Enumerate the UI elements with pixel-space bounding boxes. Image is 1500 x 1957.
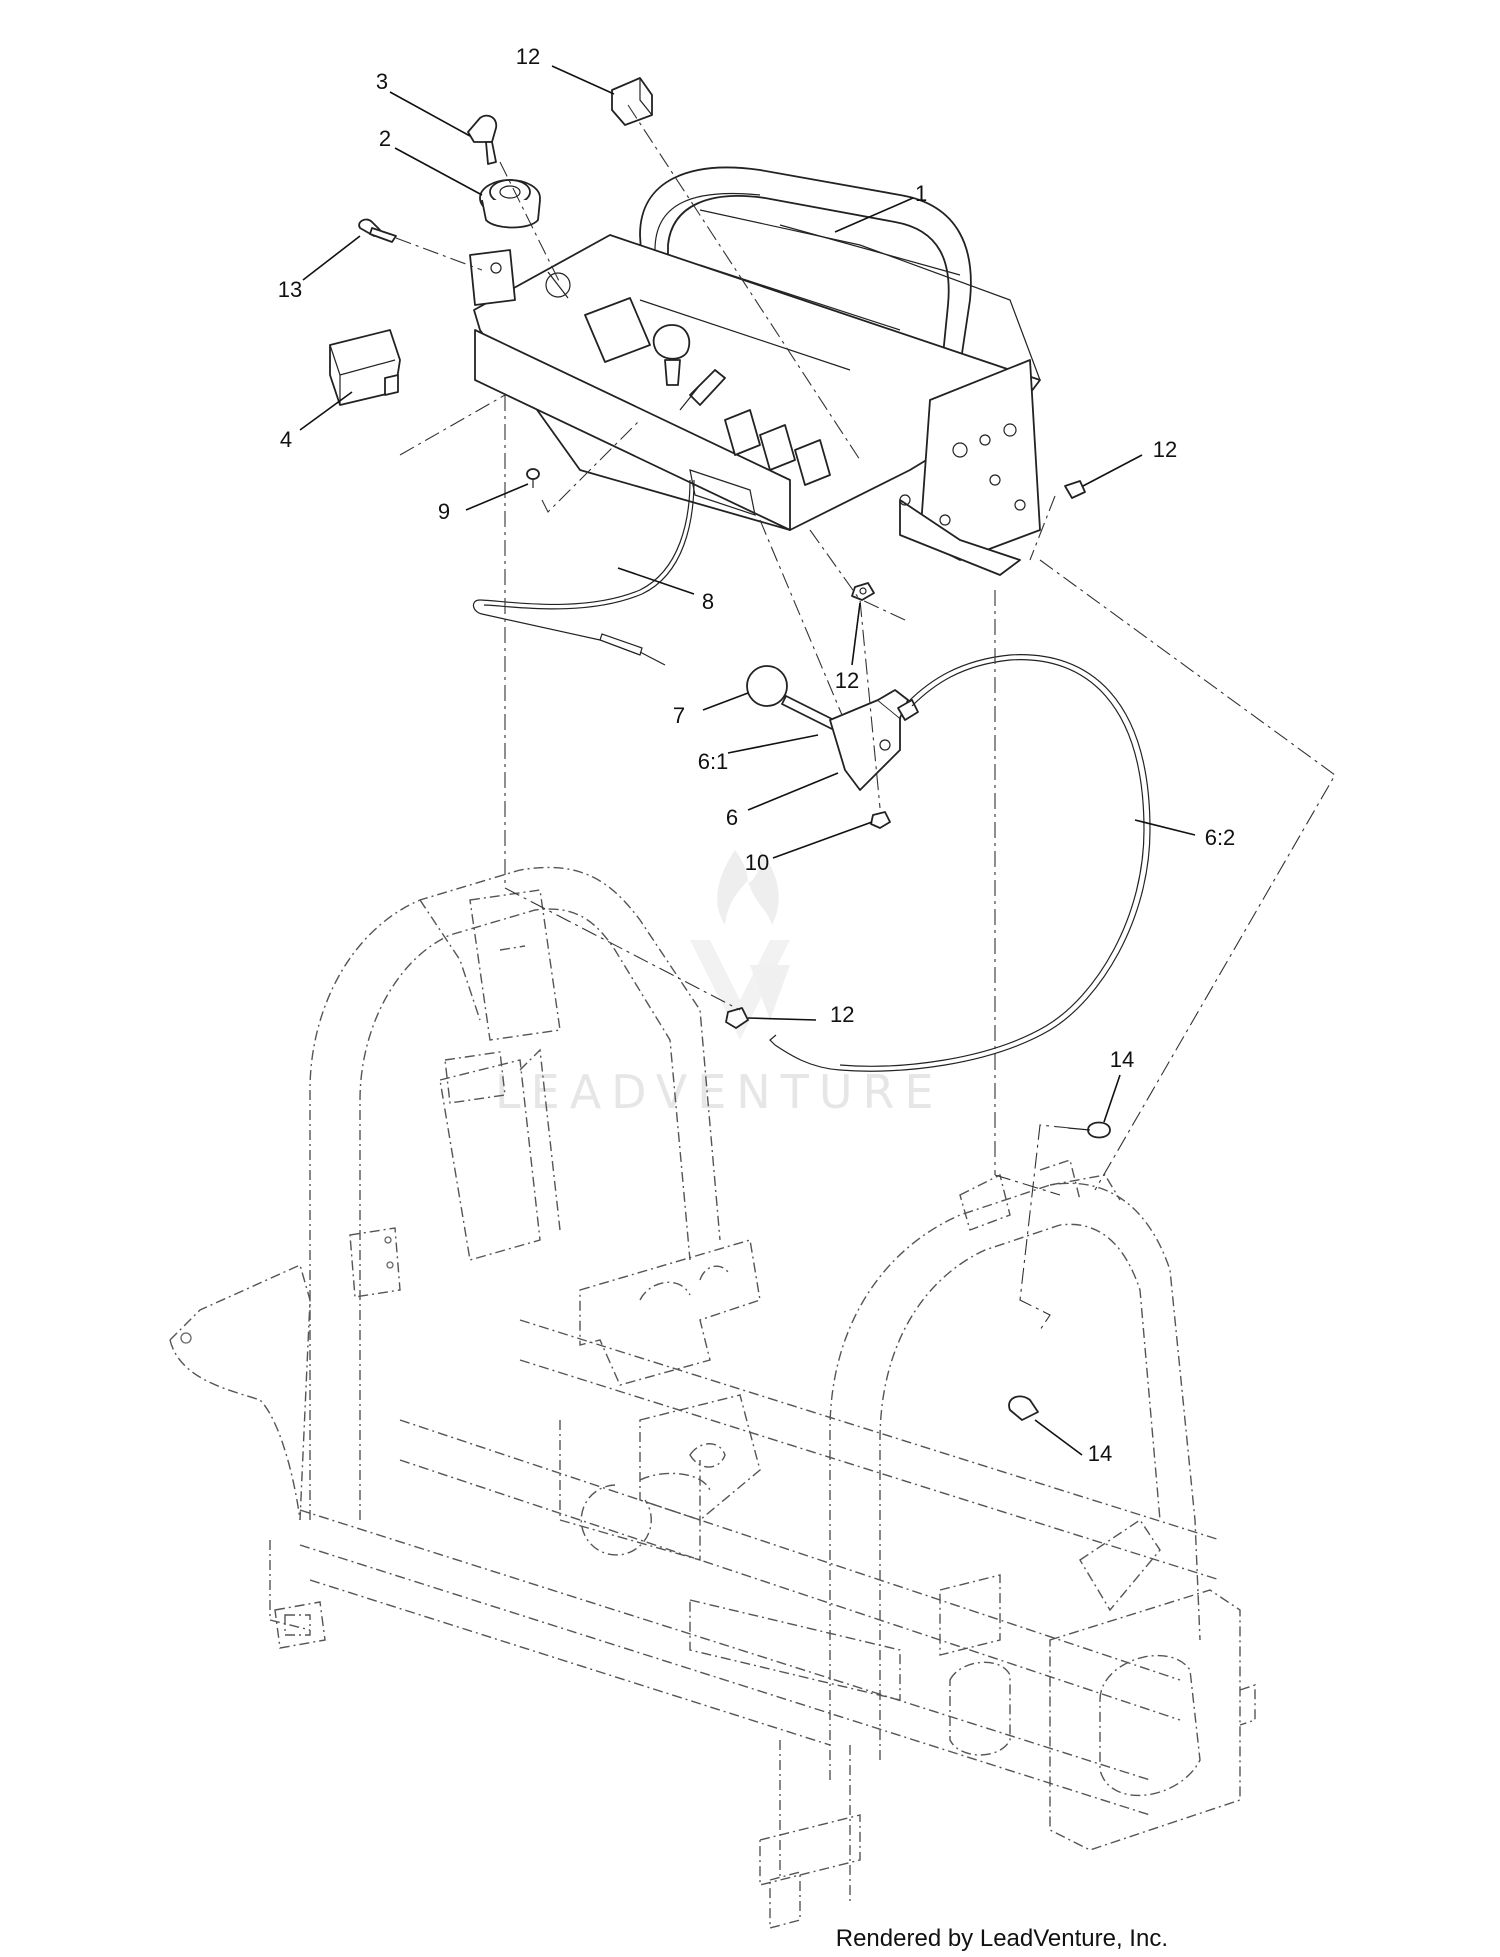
callout-12-lower: 12 [830, 1002, 854, 1027]
part-6-throttle-control [829, 689, 919, 791]
callout-1: 1 [915, 181, 927, 206]
callout-2: 2 [379, 126, 391, 151]
part-12-nut-mid [851, 582, 875, 601]
part-14-bolt-lower [1008, 1395, 1039, 1421]
part-11-cap [611, 77, 653, 126]
callout-14-lower: 14 [1088, 1441, 1112, 1466]
callout-12-mid: 12 [835, 668, 859, 693]
callout-3: 3 [376, 69, 388, 94]
callout-6-1: 6:1 [698, 749, 729, 774]
callout-9: 9 [438, 499, 450, 524]
part-12-nut-lower [725, 1007, 749, 1029]
watermark-text: LEADVENTURE [495, 1065, 944, 1119]
callout-13: 13 [278, 277, 302, 302]
part-12-nut-upper [1064, 480, 1086, 499]
callout-labels: 12 3 2 1 13 4 9 12 8 12 7 6:1 6 10 6:2 1… [278, 44, 1236, 1466]
callout-14-upper: 14 [1110, 1047, 1134, 1072]
callout-4: 4 [280, 427, 292, 452]
alignment-lines [395, 104, 1336, 1331]
flame-logo-icon [690, 850, 790, 1040]
part-8-cable [472, 479, 695, 666]
control-panel-assembly [469, 166, 1041, 576]
callout-7: 7 [673, 703, 685, 728]
part-13-bolt [358, 218, 397, 243]
callout-6-2: 6:2 [1205, 825, 1236, 850]
part-6-2-cable [769, 654, 1151, 1072]
part-6-1-lever [781, 695, 839, 731]
part-10-nut [870, 811, 891, 829]
callout-6: 6 [726, 805, 738, 830]
callout-8: 8 [702, 589, 714, 614]
part-7-knob [746, 665, 788, 707]
part-4-switch [329, 329, 401, 406]
callout-11: 12 [516, 44, 540, 69]
leadventure-watermark: LEADVENTURE [495, 850, 944, 1119]
part-3-key [467, 114, 498, 165]
part-14-bolt-upper [1067, 1121, 1111, 1139]
callout-12-upper: 12 [1153, 437, 1177, 462]
callout-10: 10 [745, 850, 769, 875]
chassis-frame [169, 866, 1256, 1929]
part-9-screw [526, 468, 540, 488]
render-credit: Rendered by LeadVenture, Inc. [836, 1925, 1168, 1952]
leader-lines [299, 65, 1196, 1456]
part-2-ignition-switch [479, 179, 541, 229]
